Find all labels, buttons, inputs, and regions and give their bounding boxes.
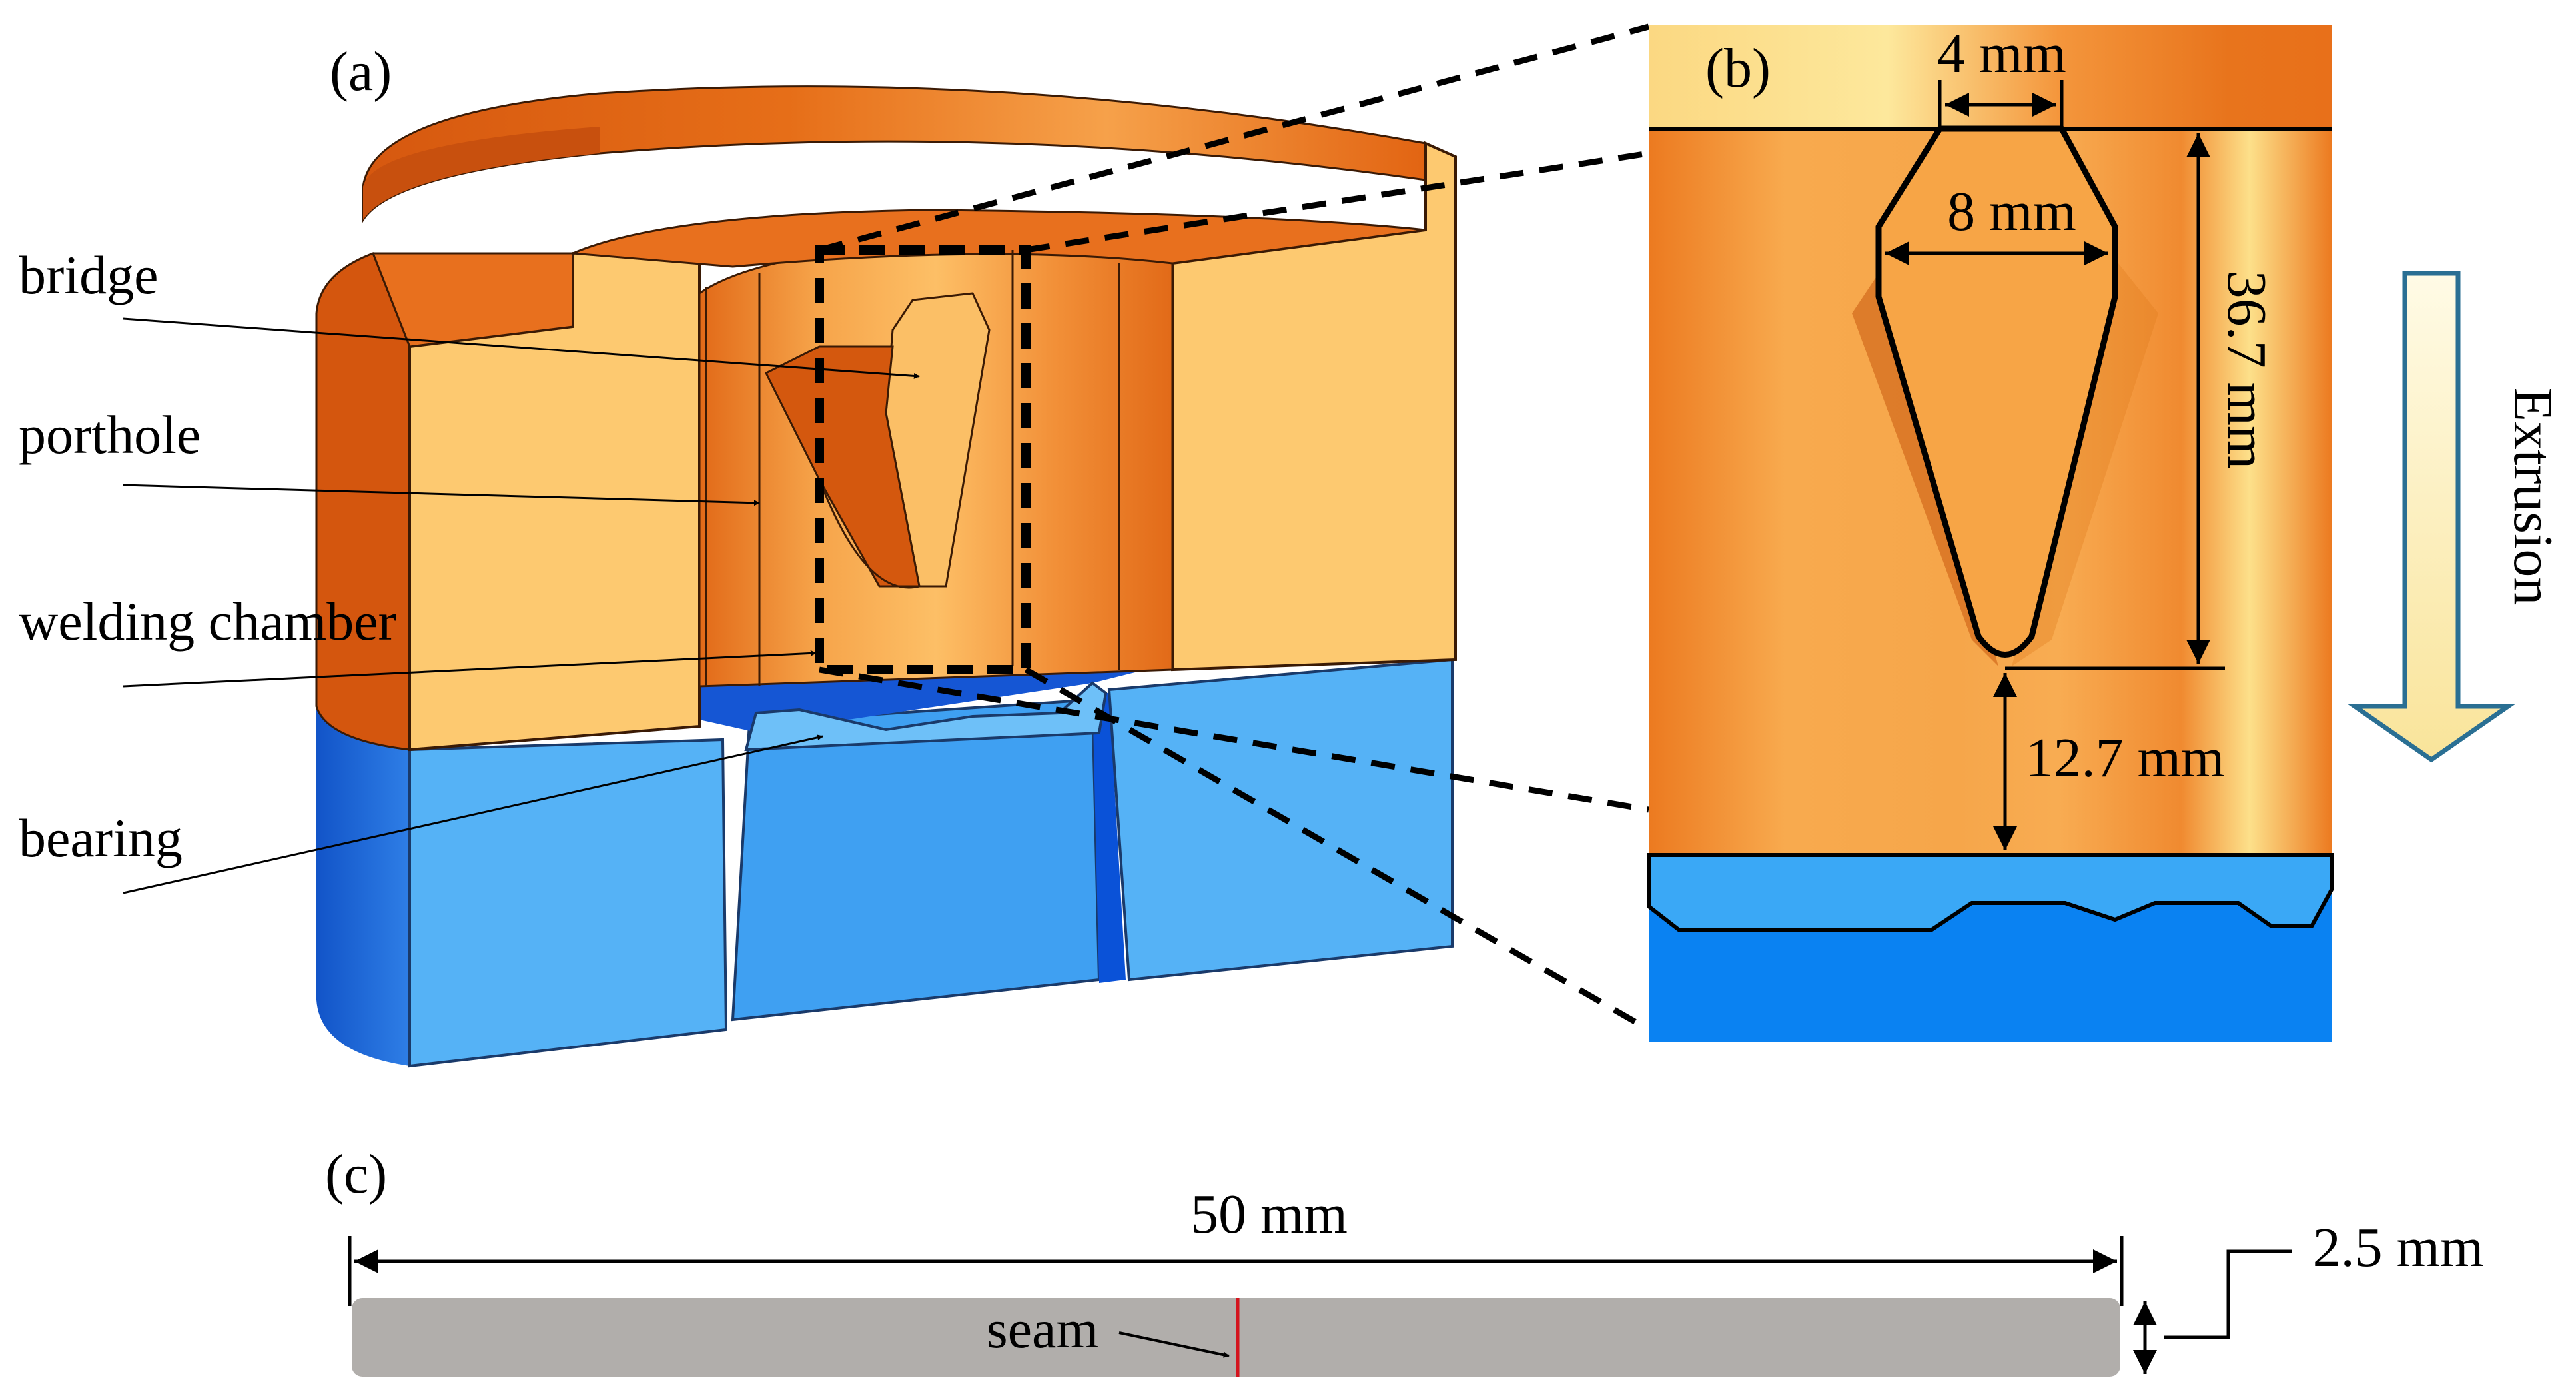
dim-strip-length: 50 mm	[1190, 1183, 1348, 1245]
strip-thickness-dimension	[2133, 1249, 2292, 1374]
bridge-shadow	[764, 345, 921, 588]
callout-porthole: porthole	[19, 404, 201, 465]
extrusion-arrow	[2347, 271, 2516, 763]
seam-label: seam	[987, 1299, 1098, 1359]
dim-strip-thickness: 2.5 mm	[2313, 1217, 2484, 1279]
die-top-ring-side	[363, 127, 600, 220]
callout-leaders	[123, 317, 920, 894]
zoom-connector-lines	[818, 23, 1651, 1032]
extrusion-label: Extrusion	[2502, 388, 2564, 606]
die-3d-model	[315, 85, 1457, 1068]
dim-height: 36.7 mm	[2216, 271, 2278, 470]
bearing-profile	[1647, 853, 2334, 932]
callout-bridge: bridge	[19, 245, 158, 305]
callout-welding-chamber: welding chamber	[19, 591, 396, 652]
zoom-panel	[1647, 25, 2334, 1042]
bearing-block-front-left	[408, 738, 728, 1068]
panel-label-b: (b)	[1705, 37, 1771, 99]
dim-gap: 12.7 mm	[2026, 727, 2225, 789]
bearing-block-left-curve	[316, 706, 410, 1066]
callout-bearing: bearing	[19, 808, 183, 868]
dim-mid-width: 8 mm	[1947, 181, 2076, 243]
zoom-dimension-lines	[1885, 80, 2225, 850]
die-step-left	[371, 252, 574, 348]
panel-label-a: (a)	[330, 41, 392, 103]
strip-length-dimension	[348, 1236, 2124, 1306]
bearing-block-slot	[1092, 693, 1126, 983]
dim-top-width: 4 mm	[1937, 23, 2066, 85]
zoom-selection-box	[815, 245, 1031, 674]
panel-label-c: (c)	[325, 1143, 387, 1205]
